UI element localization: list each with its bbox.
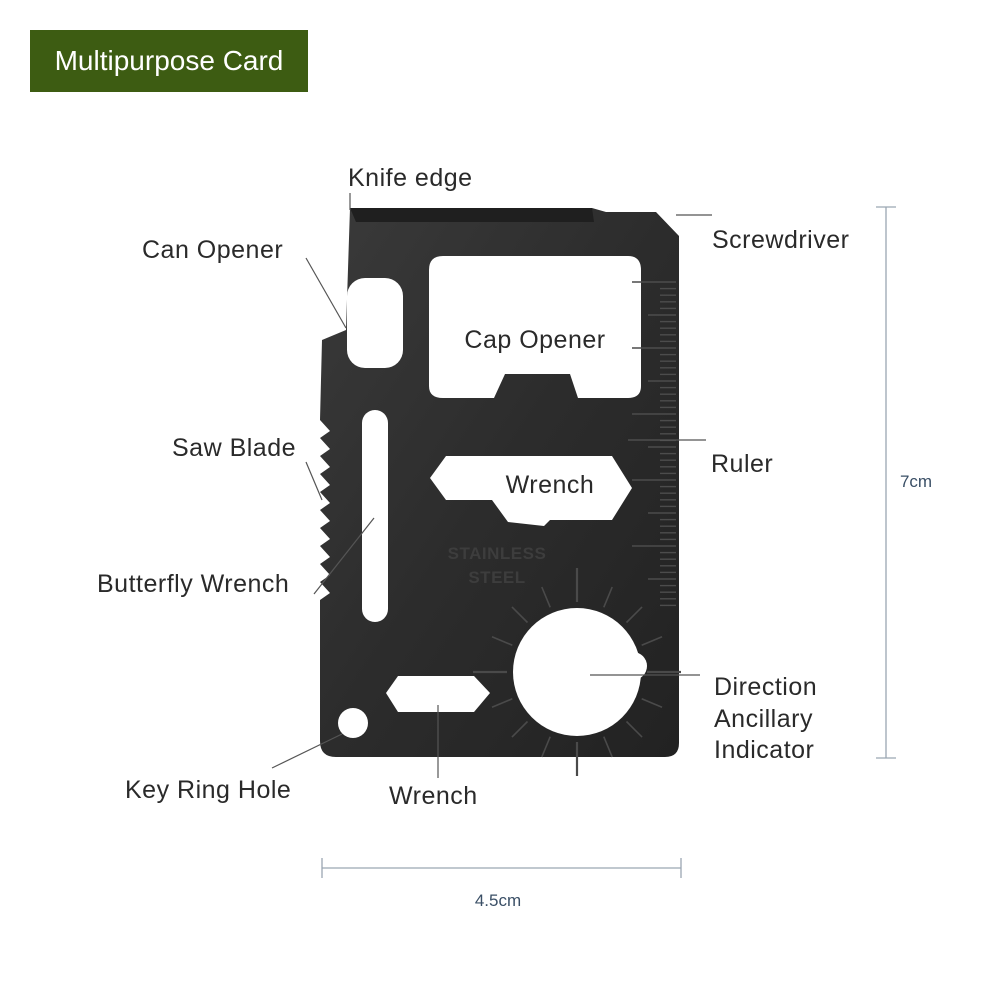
label-direction-line-1: Direction (714, 673, 817, 701)
compass-tick (541, 736, 551, 758)
card-body (320, 208, 679, 757)
label-wrench-bottom: Wrench (389, 782, 478, 810)
compass-tick (641, 636, 663, 646)
compass-tick (511, 720, 529, 738)
label-wrench-middle: Wrench (506, 471, 595, 499)
dimension-height-label: 7cm (900, 472, 932, 491)
compass-tick (541, 586, 551, 608)
leader-can-opener (305, 257, 347, 329)
label-key-ring-hole: Key Ring Hole (125, 776, 291, 804)
label-saw-blade: Saw Blade (172, 434, 296, 462)
compass-ticks (473, 568, 681, 776)
label-direction-line-3: Indicator (714, 736, 814, 764)
label-cap-opener: Cap Opener (464, 326, 605, 354)
compass-tick (511, 606, 529, 624)
label-knife-edge: Knife edge (348, 164, 473, 192)
compass-tick (491, 636, 513, 646)
ruler-ticks (632, 281, 676, 607)
title-banner: Multipurpose Card (30, 30, 308, 92)
label-screwdriver: Screwdriver (712, 226, 849, 254)
label-can-opener: Can Opener (142, 236, 283, 264)
compass-tick (641, 698, 663, 708)
compass-tick (625, 720, 643, 738)
leader-butterfly-wrench (313, 517, 375, 595)
leader-key-ring-hole (271, 733, 343, 769)
compass-tick (625, 606, 643, 624)
compass-tick (603, 586, 613, 608)
knife-edge-bevel (350, 208, 594, 222)
leader-saw-blade (305, 461, 323, 501)
label-direction-line-2: Ancillary (714, 705, 813, 733)
stamp-line-2: STEEL (468, 568, 525, 587)
label-ruler: Ruler (711, 450, 773, 478)
label-butterfly-wrench: Butterfly Wrench (97, 570, 289, 598)
compass-tick (491, 698, 513, 708)
compass-tick (603, 736, 613, 758)
stamp-line-1: STAINLESS (448, 544, 547, 563)
dimension-width-label: 4.5cm (475, 891, 521, 910)
